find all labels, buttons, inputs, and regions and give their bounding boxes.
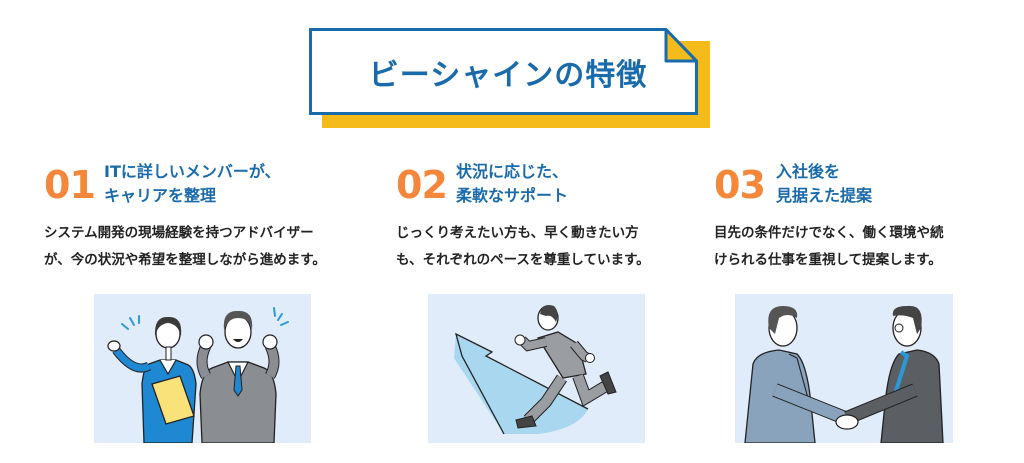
- feature-description: システム開発の現場経験を持つアドバイザー が、今の状況や希望を整理しながら進めま…: [44, 220, 326, 274]
- feature-desc-line2: けられる仕事を重視して提案します。: [714, 252, 942, 268]
- feature-number: 02: [396, 163, 448, 207]
- feature-heading: ITに詳しいメンバーが、 キャリアを整理: [104, 160, 281, 208]
- illustration-running-businessman: [428, 294, 645, 443]
- feature-desc-line2: も、それぞれのペースを尊重しています。: [396, 252, 650, 268]
- feature-heading-line1: 状況に応じた、: [456, 162, 569, 181]
- feature-heading: 状況に応じた、 柔軟なサポート: [456, 160, 568, 208]
- feature-description: じっくり考えたい方も、早く動きたい方 も、それぞれのペースを尊重しています。: [396, 220, 650, 274]
- illustration-handshake: [735, 294, 953, 443]
- handshake-icon: [744, 305, 944, 443]
- folded-note-frame: [309, 28, 698, 115]
- feature-number: 01: [44, 163, 96, 207]
- feature-description: 目先の条件だけでなく、働く環境や続 けられる仕事を重視して提案します。: [714, 220, 944, 274]
- feature-desc-line2: が、今の状況や希望を整理しながら進めます。: [44, 252, 326, 268]
- feature-heading: 入社後を 見据えた提案: [776, 160, 872, 208]
- feature-desc-line1: じっくり考えたい方も、早く動きたい方: [396, 225, 639, 241]
- cheering-people-icon: [107, 307, 289, 443]
- running-businessman-icon: [454, 305, 617, 435]
- feature-heading-line2: 柔軟なサポート: [456, 186, 569, 205]
- feature-number: 03: [714, 163, 766, 207]
- illustration-cheering-people: [94, 294, 311, 443]
- feature-heading-line2: 見据えた提案: [776, 186, 873, 205]
- feature-heading-line1: 入社後を: [776, 162, 841, 181]
- section-title-banner: ビーシャインの特徴: [309, 28, 710, 128]
- feature-heading-line1: ITに詳しいメンバーが、: [104, 162, 281, 181]
- feature-desc-line1: システム開発の現場経験を持つアドバイザー: [44, 225, 314, 241]
- title-box: ビーシャインの特徴: [309, 28, 698, 115]
- feature-desc-line1: 目先の条件だけでなく、働く環境や続: [714, 225, 944, 241]
- page-title: ビーシャインの特徴: [368, 57, 648, 93]
- feature-heading-line2: キャリアを整理: [104, 186, 217, 205]
